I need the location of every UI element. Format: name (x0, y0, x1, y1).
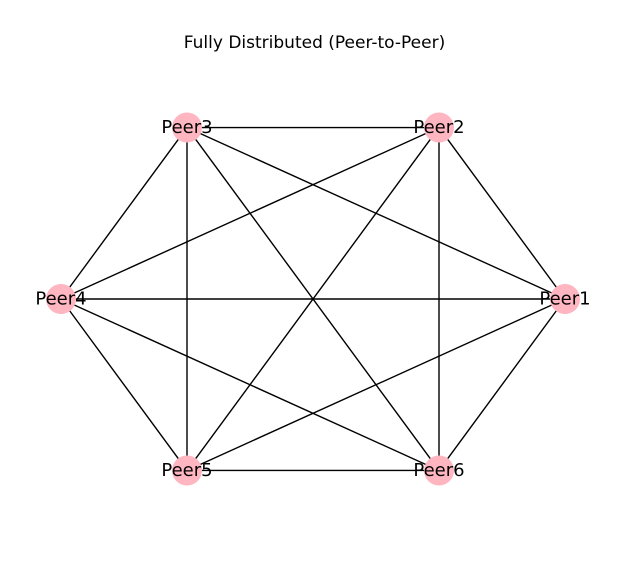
node-peer2: Peer2 (413, 112, 465, 143)
node-circle (424, 112, 454, 143)
node-label: Peer1 (539, 289, 590, 310)
diagram-title: Fully Distributed (Peer-to-Peer) (183, 33, 446, 53)
node-circle (172, 455, 202, 486)
node-circle (424, 455, 454, 486)
edges-layer (60, 126, 566, 472)
node-circle (172, 112, 202, 143)
node-peer1: Peer1 (539, 284, 591, 314)
node-circle (46, 284, 76, 314)
node-circle (550, 284, 580, 314)
node-peer6: Peer6 (413, 455, 465, 486)
node-label: Peer2 (413, 117, 464, 138)
node-peer3: Peer3 (161, 112, 213, 143)
node-peer4: Peer4 (35, 284, 87, 314)
node-label: Peer6 (413, 460, 464, 481)
edge-peer4-peer5 (60, 298, 188, 472)
node-label: Peer4 (35, 289, 86, 310)
edge-peer3-peer4 (60, 126, 188, 300)
edge-peer1-peer6 (438, 298, 566, 472)
node-label: Peer3 (161, 117, 212, 138)
node-peer5: Peer5 (161, 455, 213, 486)
edge-peer1-peer2 (438, 126, 566, 300)
node-label: Peer5 (161, 460, 212, 481)
edge-peer3-peer6 (186, 126, 440, 472)
edge-peer4-peer6 (60, 298, 440, 472)
